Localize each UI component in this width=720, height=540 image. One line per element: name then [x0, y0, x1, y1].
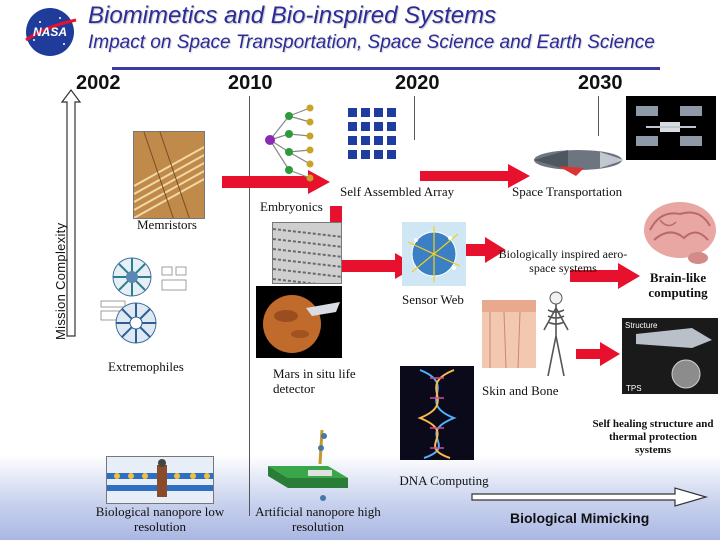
memristor-texture-image [272, 222, 342, 284]
space-transportation-label: Space Transportation [512, 184, 623, 199]
bio-aero-label: Biologically inspired aero-space systems [498, 247, 628, 275]
tps-caption: TPS [626, 384, 642, 393]
svg-text:NASA: NASA [33, 25, 67, 39]
dna-image [400, 366, 474, 460]
year-2030: 2030 [578, 72, 623, 94]
complexity-arrow [60, 89, 82, 337]
extremophile-image-1 [112, 257, 152, 297]
extremophiles-label: Extremophiles [108, 359, 184, 374]
artificial-nanopore-label: Artificial nanopore high resolution [255, 504, 381, 534]
skin-bone-label: Skin and Bone [482, 383, 559, 398]
year-marker-2030 [598, 96, 599, 136]
mars-label: Mars in situ life detector [273, 366, 356, 396]
brain-like-label: Brain-like computing [648, 270, 708, 300]
artificial-nanopore-image [268, 429, 348, 501]
dna-computing-label: DNA Computing [399, 473, 489, 488]
nasa-logo: NASA [25, 8, 77, 56]
structure-tps-image [622, 318, 718, 394]
sensor-web-label: Sensor Web [402, 292, 464, 307]
mars-image [256, 286, 342, 358]
mimicking-arrow [471, 487, 709, 507]
memristors-image [133, 131, 205, 219]
extremophile-image-4 [115, 302, 157, 344]
self-assembled-array-image [344, 104, 406, 172]
embryonics-image [265, 104, 314, 182]
space-station-image [626, 96, 716, 160]
embryonics-label: Embryonics [260, 199, 323, 214]
sensor-web-image [402, 222, 466, 286]
year-2020: 2020 [395, 72, 440, 94]
skin-image [482, 300, 536, 368]
x-axis-label: Biological Mimicking [510, 510, 650, 526]
year-2002: 2002 [76, 72, 121, 94]
memristors-label: Memristors [137, 217, 197, 232]
timeline-line [112, 67, 660, 70]
extremophile-image-2 [158, 264, 192, 294]
year-marker-2010 [249, 96, 250, 516]
space-transportation-image [534, 150, 624, 176]
self-healing-label: Self healing structure and thermal prote… [592, 418, 714, 456]
structure-caption: Structure [625, 321, 658, 330]
year-2010: 2010 [228, 72, 273, 94]
page-subtitle: Impact on Space Transportation, Space Sc… [88, 32, 655, 53]
brain-image [644, 202, 716, 264]
skeleton-image [543, 291, 569, 377]
biological-nanopore-image [106, 456, 214, 504]
page-title: Biomimetics and Bio-inspired Systems [88, 2, 497, 29]
self-assembled-array-label: Self Assembled Array [340, 184, 455, 199]
year-marker-2020 [414, 96, 415, 140]
biological-nanopore-label: Biological nanopore low resolution [95, 504, 225, 534]
